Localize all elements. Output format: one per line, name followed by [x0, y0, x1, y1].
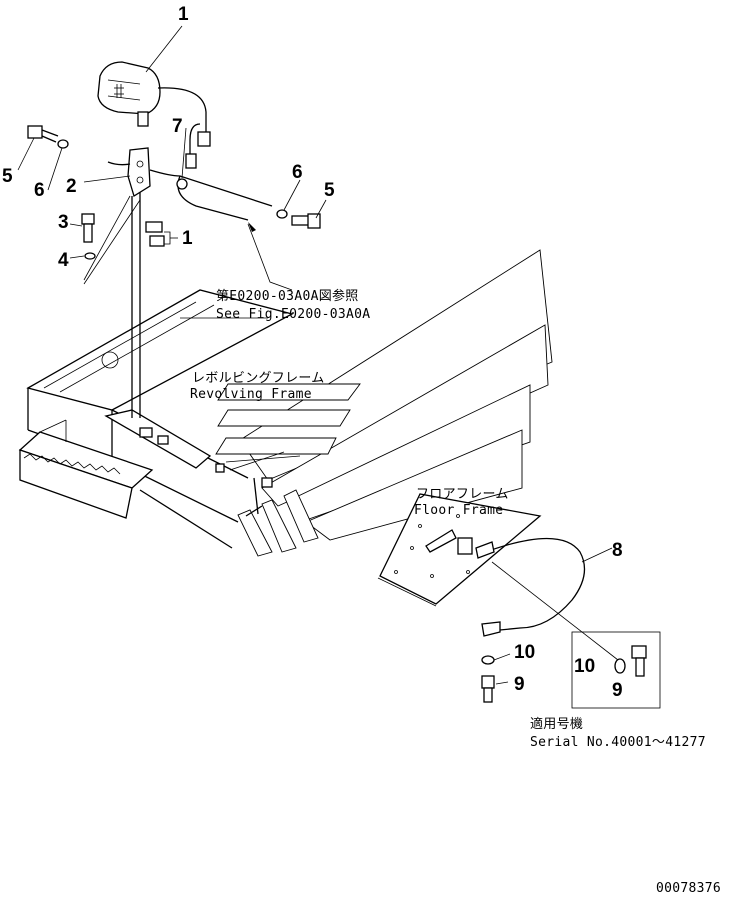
- callout-7-connector: 7: [172, 116, 183, 137]
- ref-note-en: See Fig.E0200-03A0A: [216, 307, 370, 322]
- callout-9-bolt-inset: 9: [612, 680, 623, 701]
- serial-label-jp: 適用号機: [530, 716, 583, 732]
- callout-1-lamp: 1: [178, 4, 189, 25]
- ref-note-jp: 第E0200-03A0A図参照: [216, 288, 359, 304]
- callout-8-ground-cable: 8: [612, 540, 623, 561]
- callout-6-washer-left: 6: [34, 180, 45, 201]
- leader-lines: [17, 25, 661, 709]
- revolving-frame-label-jp: レボルビングフレーム: [192, 371, 325, 386]
- drawing-number: 00078376: [656, 881, 721, 896]
- callout-10-washer: 10: [514, 642, 535, 663]
- callout-9-bolt: 9: [514, 674, 525, 695]
- callout-2-bracket: 2: [66, 176, 77, 197]
- callout-1-clamp: 1: [182, 228, 193, 249]
- annotation-notes: 第E0200-03A0A図参照 See Fig.E0200-03A0A レボルビ…: [190, 288, 721, 896]
- serial-label-en: Serial No.40001～41277: [530, 735, 706, 750]
- callout-5-bolt-right: 5: [324, 180, 335, 201]
- callout-10-washer-inset: 10: [574, 656, 595, 677]
- callout-6-washer-right: 6: [292, 162, 303, 183]
- revolving-frame-drawing: [18, 289, 301, 549]
- revolving-frame-label-en: Revolving Frame: [190, 387, 312, 402]
- floor-frame-label-jp: フロアフレーム: [416, 487, 509, 502]
- watermark-logo: [215, 249, 553, 557]
- callout-3-bolt: 3: [58, 212, 69, 233]
- floor-frame-label-en: Floor Frame: [414, 503, 503, 518]
- floor-frame-drawing: [377, 493, 542, 607]
- callout-5-bolt-left: 5: [2, 166, 13, 187]
- hardware-parts: [27, 125, 647, 703]
- callout-labels: 1 1 2 3 4 5 5 6 6 7 8 9 9 10 10: [2, 4, 623, 701]
- work-lamp: [97, 61, 211, 169]
- callout-4-washer: 4: [58, 250, 69, 271]
- lamp-bracket: [107, 147, 273, 418]
